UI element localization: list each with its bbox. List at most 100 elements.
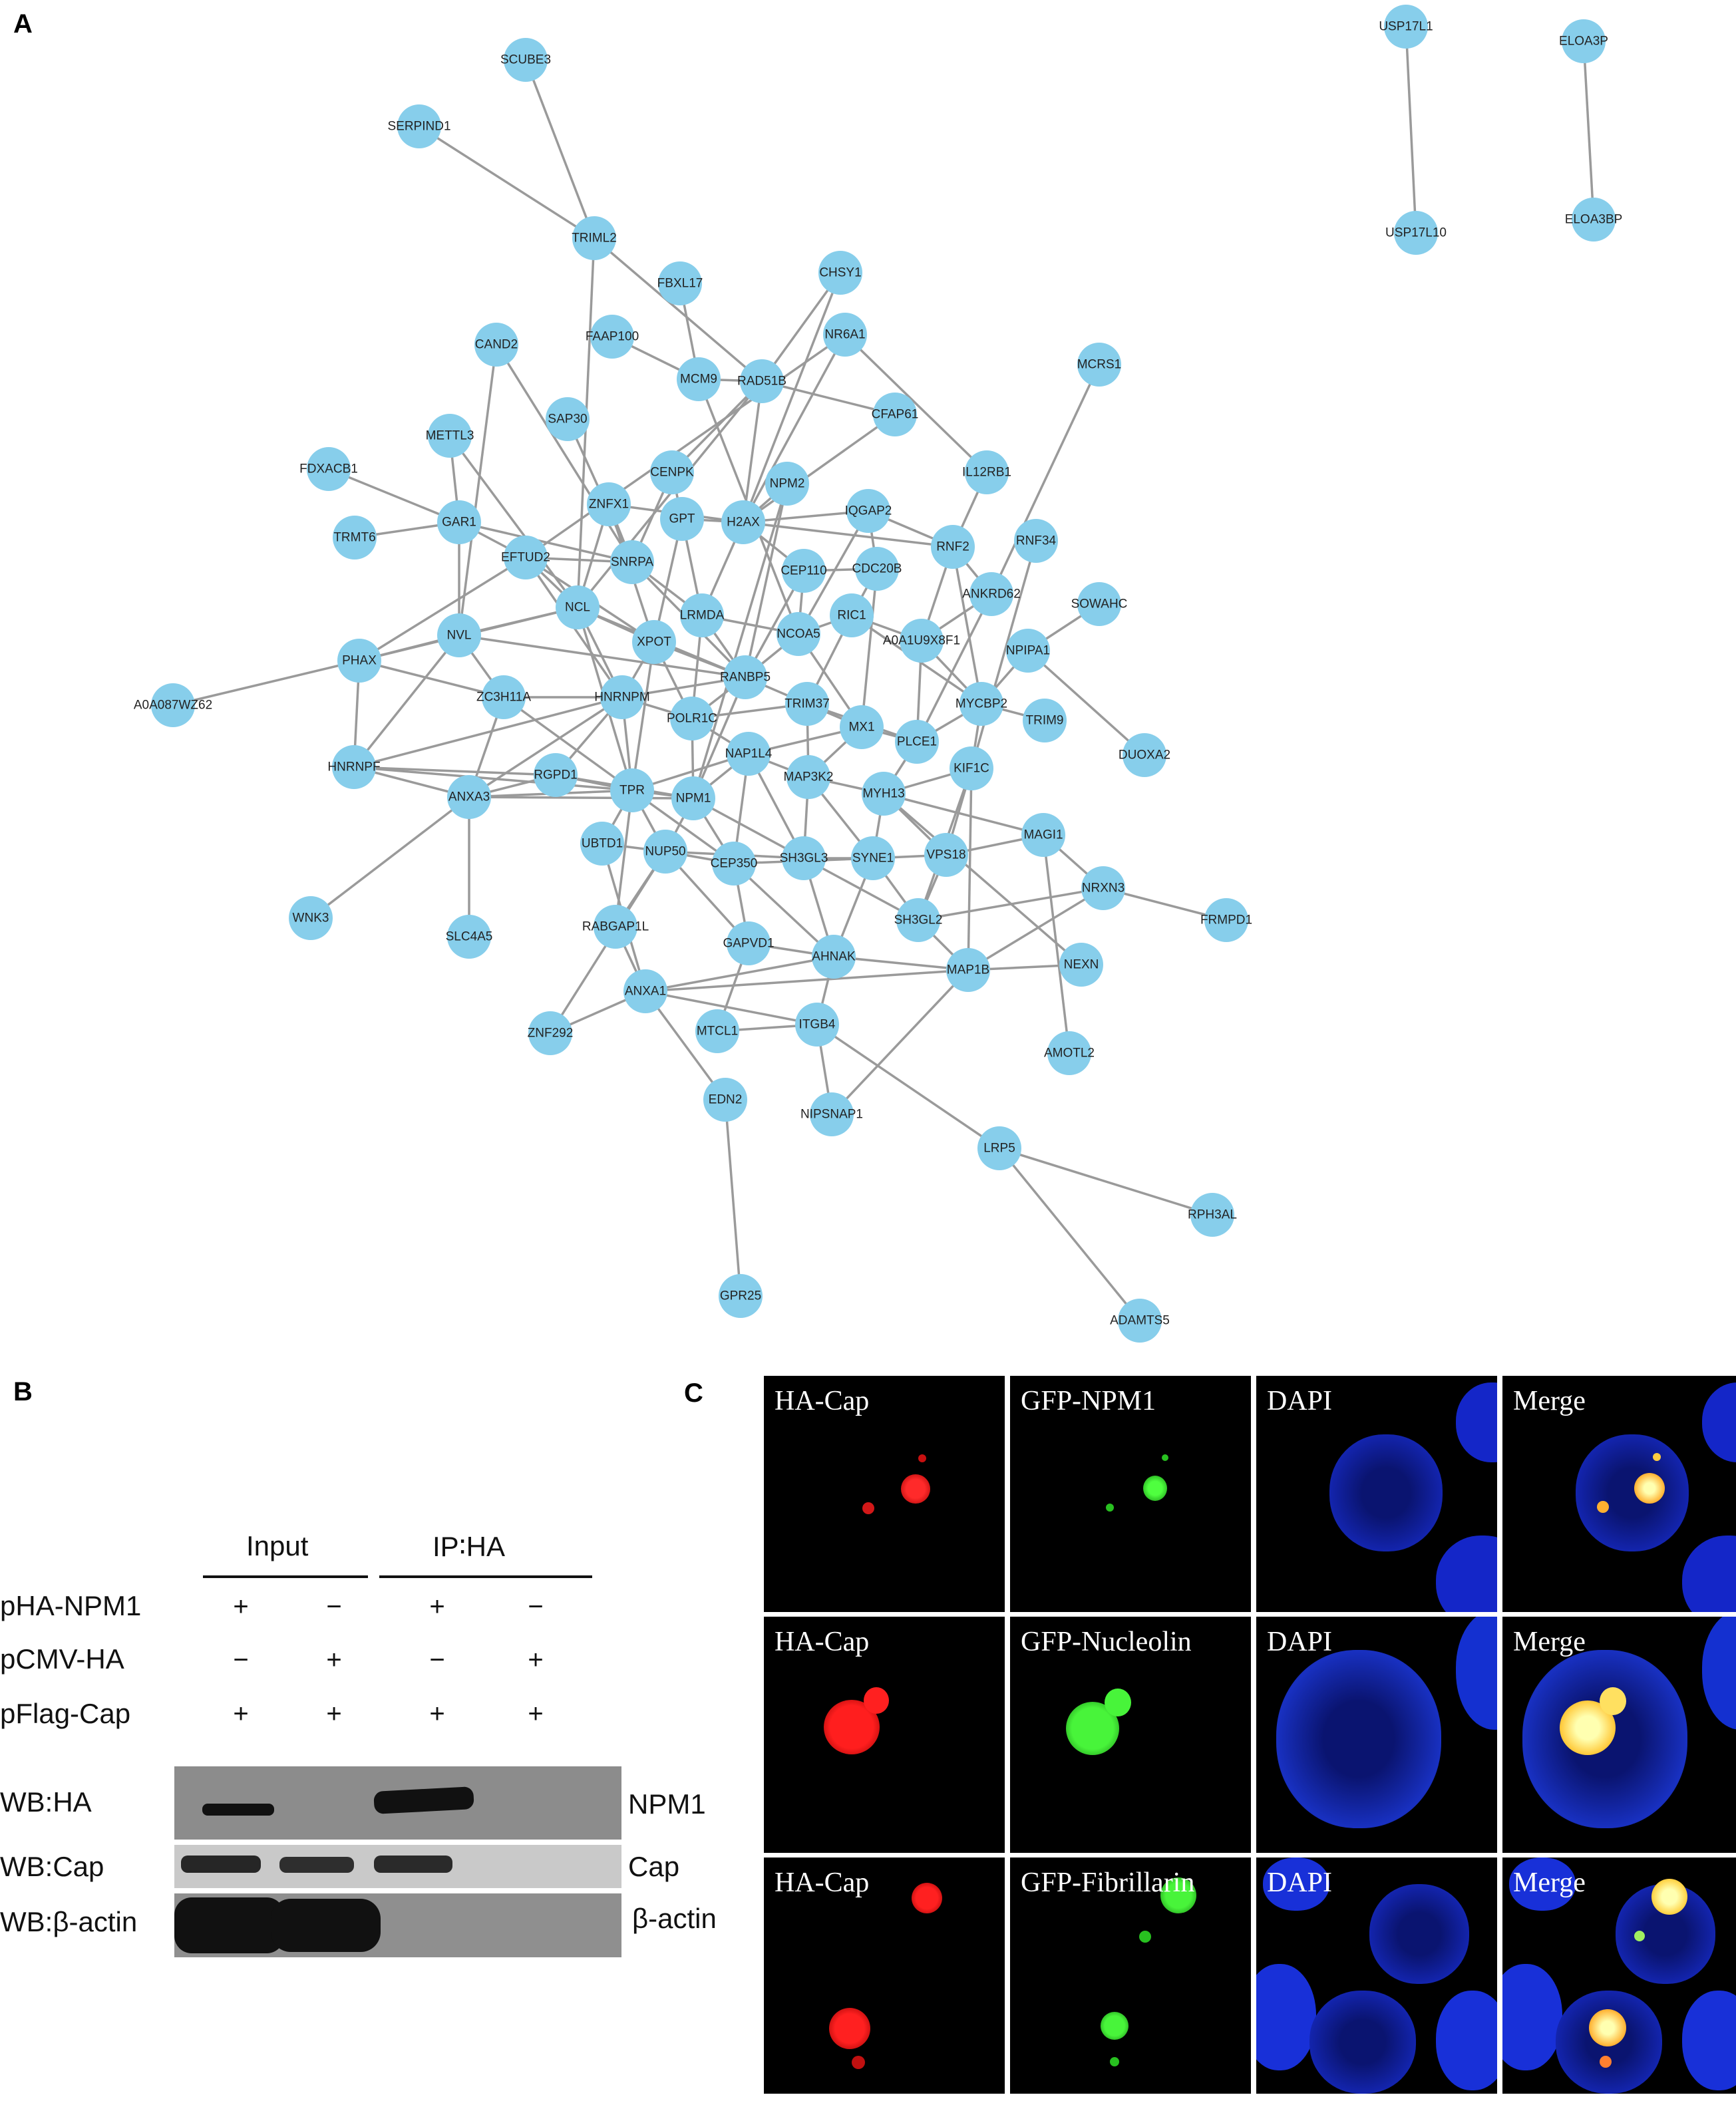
node-label: MAGI1: [1023, 828, 1063, 842]
node-circle: [703, 1078, 747, 1122]
nucleus: [1502, 1964, 1562, 2070]
node-AHNAK: AHNAK: [812, 935, 856, 979]
node-label: NPM1: [676, 792, 711, 806]
edge-LRP5-ITGB4: [816, 1023, 1000, 1150]
micrograph-label: GFP-Fibrillarin: [1021, 1867, 1195, 1898]
red-focus: [901, 1474, 930, 1504]
node-NUP50: NUP50: [643, 830, 687, 874]
node-label: CEP110: [781, 564, 826, 578]
edge-CFAP61-H2AX: [742, 413, 896, 524]
node-NCOA5: NCOA5: [777, 612, 820, 656]
node-label: NEXN: [1064, 958, 1099, 972]
node-circle: [600, 675, 644, 719]
node-IQGAP2: IQGAP2: [845, 489, 892, 533]
micrograph-dapi-row2: DAPI: [1256, 1617, 1497, 1853]
node-NPIPA1: NPIPA1: [1006, 629, 1050, 673]
sign: +: [233, 1592, 249, 1621]
node-label: RANBP5: [720, 671, 771, 685]
node-label: FAAP100: [586, 330, 639, 344]
edge-RNF2-MYCBP2: [952, 546, 983, 705]
node-label: NPM2: [770, 477, 805, 491]
sign: +: [528, 1699, 544, 1728]
node-circle: [151, 683, 195, 727]
node-CENPK: CENPK: [650, 450, 694, 494]
band: [373, 1786, 474, 1814]
node-EFTUD2: EFTUD2: [501, 536, 550, 579]
nucleus: [1256, 1964, 1316, 2070]
node-HNRNPM: HNRNPM: [594, 675, 650, 719]
node-circle: [437, 500, 481, 544]
edge-CFAP61-RAD51B: [761, 380, 896, 416]
node-label: SYNE1: [852, 852, 894, 866]
node-circle: [504, 38, 548, 82]
node-label: ELOA3BP: [1565, 213, 1623, 227]
node-circle: [1077, 582, 1121, 626]
edge-TRIML2-RAD51B: [593, 237, 763, 383]
blot-cap: [174, 1845, 621, 1888]
node-circle: [786, 755, 830, 799]
edge-CEP350-AHNAK: [733, 862, 835, 958]
node-circle: [1006, 629, 1050, 673]
node-label: MCM9: [680, 373, 717, 387]
node-label: CEP350: [711, 857, 758, 871]
edge-NR6A1-EFTUD2: [524, 333, 846, 559]
node-NEXN: NEXN: [1059, 943, 1103, 987]
node-circle: [862, 772, 906, 816]
node-label: METTL3: [426, 429, 474, 443]
node-circle: [556, 585, 600, 629]
node-circle: [719, 1274, 763, 1318]
edge-NR6A1-H2AX: [742, 334, 846, 523]
node-label: NR6A1: [824, 328, 865, 342]
nucleus: [1682, 1536, 1736, 1612]
blot-beta-actin: [174, 1893, 621, 1957]
node-RNF2: RNF2: [931, 525, 975, 569]
edge-RABGAP1L-TPR: [614, 790, 633, 927]
micrograph-label: HA-Cap: [775, 1867, 870, 1898]
node-circle: [660, 497, 704, 541]
band: [374, 1856, 452, 1873]
nucleus: [1309, 1991, 1416, 2094]
node-circle: [812, 935, 856, 979]
node-label: LRMDA: [680, 609, 725, 623]
edge-DUOXA2-NPIPA1: [1027, 649, 1146, 756]
edge-NR6A1-IL12RB1: [844, 333, 988, 474]
nucleus: [1436, 1991, 1497, 2090]
node-SLC4A5: SLC4A5: [446, 915, 492, 959]
panel-b-letter: B: [13, 1377, 33, 1406]
edge-ANXA3-NPM1: [468, 796, 694, 800]
node-label: IQGAP2: [845, 504, 892, 518]
yellow-focus: [1634, 1931, 1645, 1941]
node-circle: [840, 705, 884, 749]
node-label: NCOA5: [777, 627, 820, 641]
node-circle: [504, 536, 548, 579]
node-label: ELOA3P: [1559, 35, 1608, 49]
edge-CHSY1-RAD51B: [761, 271, 842, 383]
node-NRXN3: NRXN3: [1081, 866, 1125, 910]
node-label: FDXACB1: [299, 462, 358, 476]
edge-NIPSNAP1-MAP1B: [830, 969, 969, 1116]
micrograph-merge-row3: Merge: [1502, 1858, 1736, 2094]
yellow-focus: [1600, 2056, 1612, 2068]
node-circle: [658, 261, 702, 305]
node-DUOXA2: DUOXA2: [1119, 733, 1170, 777]
nucleus: [1456, 1382, 1497, 1462]
node-label: SCUBE3: [500, 53, 551, 67]
node-circle: [1384, 5, 1428, 49]
edge-GAR1-SNRPA: [458, 521, 633, 564]
node-label: CFAP61: [872, 408, 919, 422]
node-FDXACB1: FDXACB1: [299, 447, 358, 491]
green-focus: [1106, 1504, 1114, 1512]
node-CEP350: CEP350: [711, 842, 758, 886]
node-label: PLCE1: [897, 735, 937, 749]
node-label: TRIML2: [572, 232, 617, 245]
node-circle: [950, 746, 993, 790]
node-circle: [924, 833, 968, 877]
node-HNRNPF: HNRNPF: [327, 745, 381, 789]
node-XPOT: XPOT: [632, 620, 676, 664]
red-focus: [852, 2056, 865, 2069]
input-group-line: [203, 1575, 368, 1578]
edge-SERPIND1-TRIML2: [419, 125, 595, 240]
node-circle: [590, 315, 634, 359]
node-circle: [643, 830, 687, 874]
node-circle: [1190, 1193, 1234, 1237]
